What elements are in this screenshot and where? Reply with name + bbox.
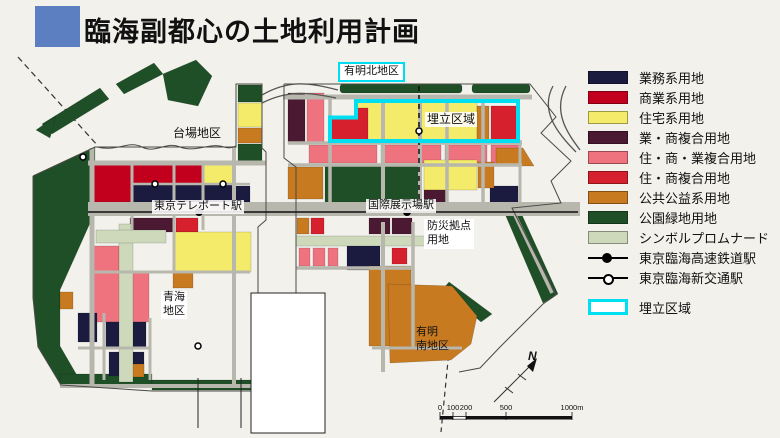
label-ariake-south-district: 有明 南地区: [416, 326, 449, 354]
road-network: [60, 94, 554, 388]
legend-label: 住・商・業複合用地: [639, 150, 757, 166]
legend-item-reclamation: 埋立区域: [588, 299, 778, 316]
label-kokusai-tenjijo-station: 国際展示場駅: [366, 199, 436, 213]
legend-item-res-com-biz-mixed: 住・商・業複合用地: [588, 150, 778, 166]
legend-label: 商業系用地: [639, 90, 705, 106]
scale-tick-0: 0: [438, 403, 442, 412]
legend-swatch-residential: [588, 110, 628, 124]
label-disaster-line2: 用地: [427, 233, 449, 246]
scale-tick-500: 500: [500, 403, 513, 412]
legend-label: シンボルプロムナード: [639, 230, 770, 246]
legend-item-new-transit-station: 東京臨海新交通駅: [588, 270, 778, 286]
label-aomi-line2: 地区: [163, 304, 185, 317]
label-ariake-north-district: 有明北地区: [338, 62, 405, 82]
legend-swatch-business: [588, 70, 628, 84]
label-reclamation-area: 埋立区域: [425, 112, 478, 127]
legend-swatch-commercial: [588, 90, 628, 104]
scale-tick-100: 100: [447, 403, 460, 412]
legend-item-promenade: シンボルプロムナード: [588, 230, 778, 246]
legend-label: 住宅系用地: [639, 110, 705, 126]
legend-item-biz-com-mixed: 業・商複合用地: [588, 130, 778, 146]
legend-swatch-public: [588, 190, 628, 204]
legend-item-res-com-mixed: 住・商複合用地: [588, 170, 778, 186]
legend-label: 業・商複合用地: [639, 130, 731, 146]
legend-swatch-biz-com-mixed: [588, 130, 628, 144]
label-ariake-south-line1: 有明: [416, 326, 438, 338]
legend-item-rinkai-rail-station: 東京臨海高速鉄道駅: [588, 250, 778, 266]
label-aomi-line1: 青海: [163, 291, 185, 303]
scale-bar: 0 100 200 500 1000m: [438, 403, 584, 420]
legend-item-park: 公園緑地用地: [588, 210, 778, 226]
legend-label: 東京臨海新交通駅: [639, 270, 744, 286]
symbol-promenade: [95, 223, 431, 383]
title-accent-square: [35, 6, 80, 47]
legend-item-commercial: 商業系用地: [588, 90, 778, 106]
scale-tick-1000: 1000m: [561, 403, 584, 412]
north-arrow: N: [493, 349, 537, 403]
filled-station-icon: [588, 251, 628, 264]
legend-swatch-promenade: [588, 230, 628, 244]
new-transit-stations: [79, 127, 423, 350]
label-tokyo-teleport-station: 東京テレポート駅: [152, 200, 244, 214]
north-label: N: [528, 349, 537, 363]
label-disaster-base-site: 防災拠点 用地: [424, 219, 474, 249]
page-title: 臨海副都心の土地利用計画: [84, 17, 420, 47]
reclamation-outline: [328, 99, 520, 143]
legend-label: 埋立区域: [639, 300, 692, 316]
legend-swatch-park: [588, 210, 628, 224]
label-ariake-south-line2: 南地区: [416, 339, 449, 352]
open-station-icon: [588, 271, 628, 285]
legend-label: 公共公益系用地: [639, 190, 731, 206]
legend-label: 公園緑地用地: [639, 210, 718, 226]
legend-item-residential: 住宅系用地: [588, 110, 778, 126]
legend-label: 東京臨海高速鉄道駅: [639, 250, 757, 266]
label-disaster-line1: 防災拠点: [427, 220, 471, 232]
map-legend: 業務系用地 商業系用地 住宅系用地 業・商複合用地 住・商・業複合用地 住・商複…: [588, 70, 778, 320]
white-box-and-piers: [197, 292, 326, 434]
legend-item-public: 公共公益系用地: [588, 190, 778, 206]
reclamation-box-icon: [588, 299, 628, 315]
legend-item-business: 業務系用地: [588, 70, 778, 86]
legend-swatch-res-com-mixed: [588, 170, 628, 184]
legend-swatch-res-com-biz-mixed: [588, 150, 628, 164]
legend-label: 住・商複合用地: [639, 170, 731, 186]
label-daiba-district: 台場地区: [173, 126, 222, 140]
scale-tick-200: 200: [460, 403, 473, 412]
legend-label: 業務系用地: [639, 70, 705, 86]
label-aomi-district: 青海 地区: [161, 291, 187, 319]
